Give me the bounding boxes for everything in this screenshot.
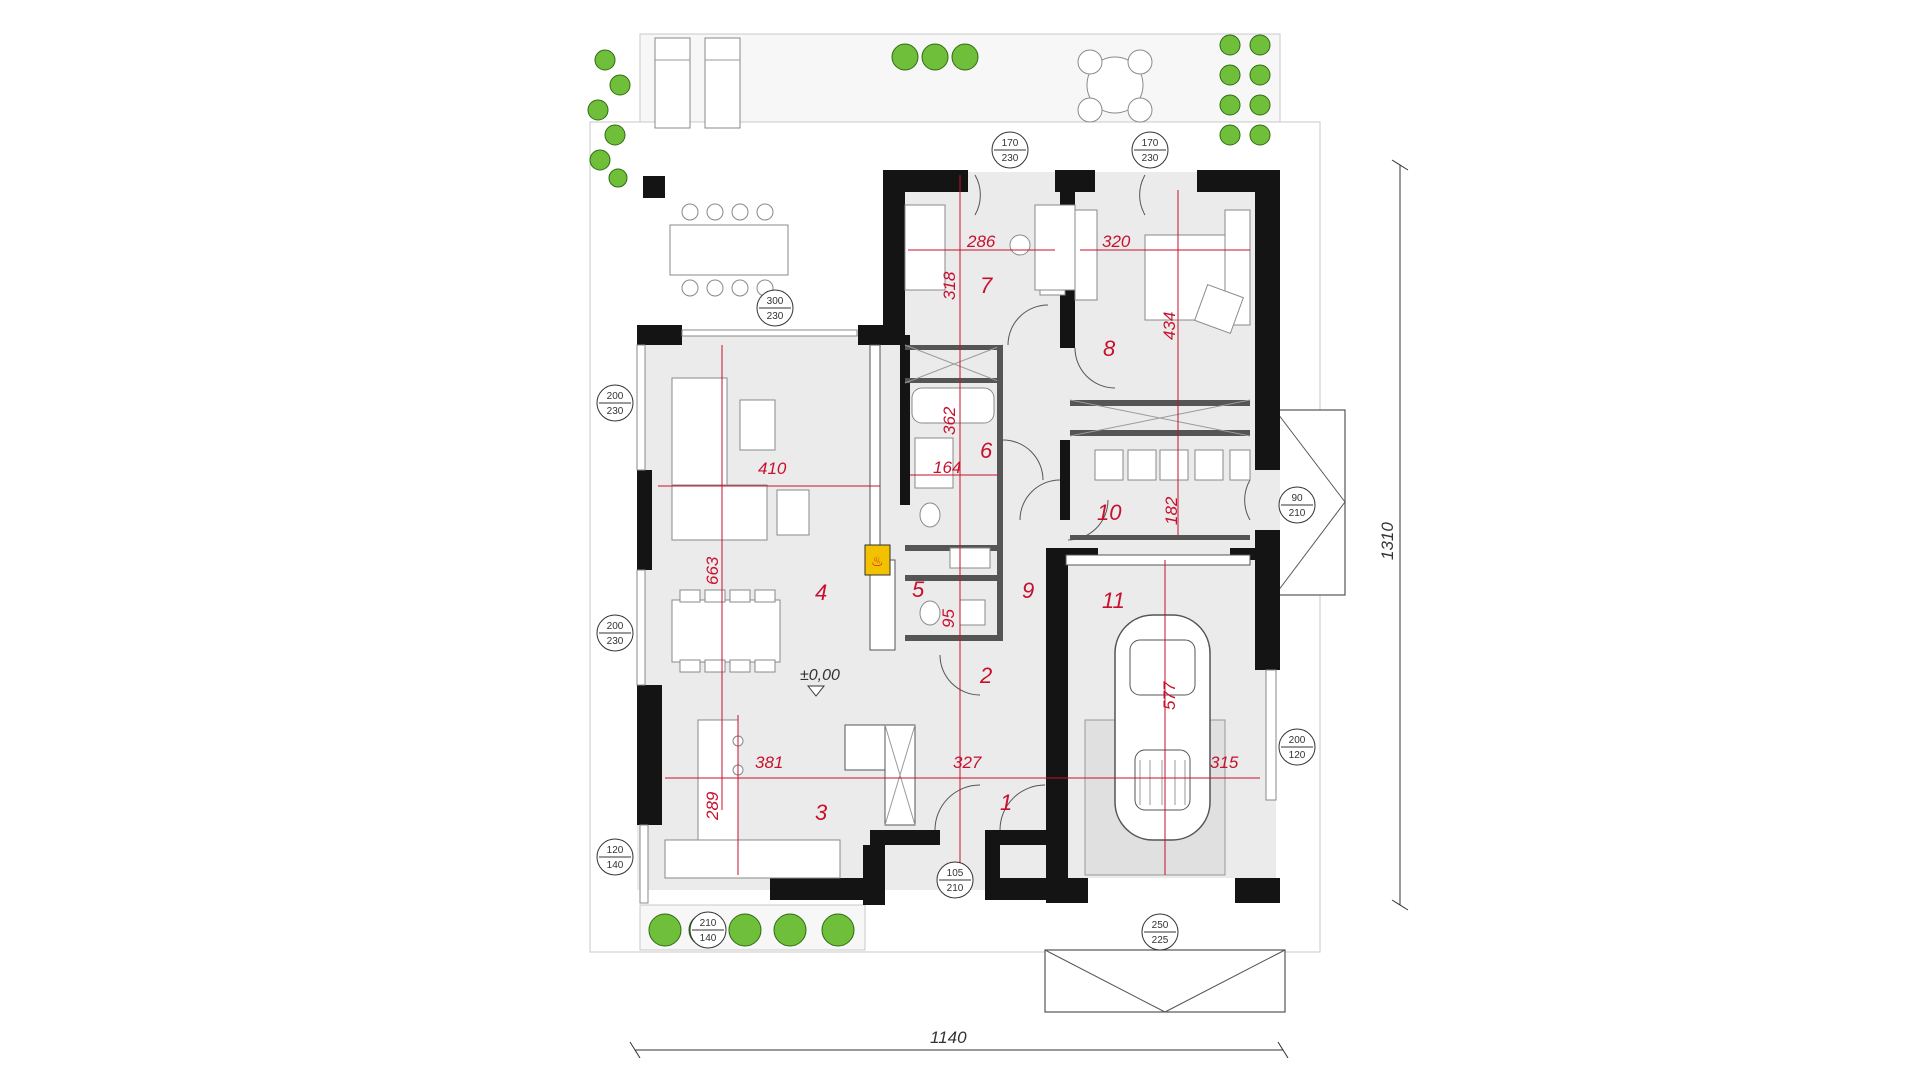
kitchen-island — [664, 719, 841, 879]
svg-text:381: 381 — [755, 753, 783, 772]
svg-text:230: 230 — [1002, 153, 1019, 164]
opening-badges — [596, 131, 1316, 951]
svg-text:120: 120 — [607, 845, 624, 856]
svg-text:140: 140 — [700, 933, 717, 944]
sofa-icon — [671, 377, 810, 541]
svg-text:663: 663 — [703, 556, 722, 585]
opening-badge-texts: 170 230 170 230 300 230 200 230 200 230 … — [607, 138, 1306, 946]
dining-table-icon — [671, 589, 781, 673]
svg-text:±0,00: ±0,00 — [800, 667, 840, 684]
overall-width-label: 1140 — [930, 1028, 967, 1047]
overall-height-label: 1310 — [1378, 522, 1397, 560]
doors — [934, 174, 1251, 831]
sun-lounger-icon — [654, 37, 741, 129]
svg-text:320: 320 — [1102, 232, 1131, 251]
plant-icon — [1219, 34, 1271, 146]
svg-text:315: 315 — [1210, 753, 1239, 772]
svg-text:318: 318 — [940, 271, 959, 300]
svg-text:289: 289 — [703, 791, 722, 821]
svg-text:434: 434 — [1160, 312, 1179, 340]
fireplace-icon: ♨ — [864, 544, 891, 576]
room-label-3: 3 — [815, 800, 828, 825]
svg-text:170: 170 — [1142, 138, 1159, 149]
svg-text:225: 225 — [1152, 935, 1169, 946]
svg-text:230: 230 — [607, 636, 624, 647]
room-label-6: 6 — [980, 438, 993, 463]
svg-text:120: 120 — [1289, 750, 1306, 761]
svg-text:230: 230 — [767, 311, 784, 322]
svg-text:410: 410 — [758, 459, 787, 478]
plant-icon — [891, 43, 979, 71]
svg-text:90: 90 — [1291, 493, 1303, 504]
svg-text:182: 182 — [1162, 496, 1181, 525]
svg-text:577: 577 — [1160, 681, 1179, 710]
room-label-2: 2 — [979, 663, 992, 688]
dimension-lines — [658, 175, 1260, 875]
garden-table-icon — [1077, 49, 1153, 123]
bathtub-icon — [911, 387, 995, 489]
svg-text:327: 327 — [953, 753, 982, 772]
svg-text:200: 200 — [607, 621, 624, 632]
svg-text:230: 230 — [1142, 153, 1159, 164]
room-dimension-labels: 286 318 320 434 410 663 362 164 182 95 5… — [703, 232, 1239, 821]
overall-dimension-lines — [629, 159, 1409, 1059]
car-icon — [1114, 614, 1211, 841]
utility-appliances — [1094, 449, 1251, 481]
svg-text:230: 230 — [607, 406, 624, 417]
svg-text:140: 140 — [607, 860, 624, 871]
room-label-9: 9 — [1022, 578, 1034, 603]
svg-text:250: 250 — [1152, 920, 1169, 931]
room-label-7: 7 — [980, 273, 993, 298]
svg-text:200: 200 — [607, 391, 624, 402]
room-label-1: 1 — [1000, 790, 1012, 815]
room-label-10: 10 — [1097, 500, 1122, 525]
svg-text:210: 210 — [1289, 508, 1306, 519]
svg-text:200: 200 — [1289, 735, 1306, 746]
room-label-5: 5 — [912, 577, 925, 602]
svg-text:210: 210 — [947, 883, 964, 894]
room-label-8: 8 — [1103, 336, 1116, 361]
room-numbers: 1 2 3 4 5 6 7 8 9 10 11 — [815, 273, 1125, 825]
svg-text:95: 95 — [939, 609, 958, 628]
svg-text:164: 164 — [933, 458, 961, 477]
level-marker: ±0,00 — [800, 667, 840, 697]
svg-text:210: 210 — [700, 918, 717, 929]
svg-text:♨: ♨ — [871, 554, 884, 570]
svg-text:362: 362 — [940, 406, 959, 435]
plant-icon — [587, 49, 631, 188]
room-label-11: 11 — [1102, 588, 1125, 613]
dining-table-icon — [669, 203, 789, 297]
desk — [904, 204, 1076, 291]
svg-text:286: 286 — [966, 232, 996, 251]
room-label-4: 4 — [815, 580, 827, 605]
svg-text:105: 105 — [947, 868, 964, 879]
windows — [636, 329, 1277, 904]
svg-text:300: 300 — [767, 296, 784, 307]
svg-text:170: 170 — [1002, 138, 1019, 149]
